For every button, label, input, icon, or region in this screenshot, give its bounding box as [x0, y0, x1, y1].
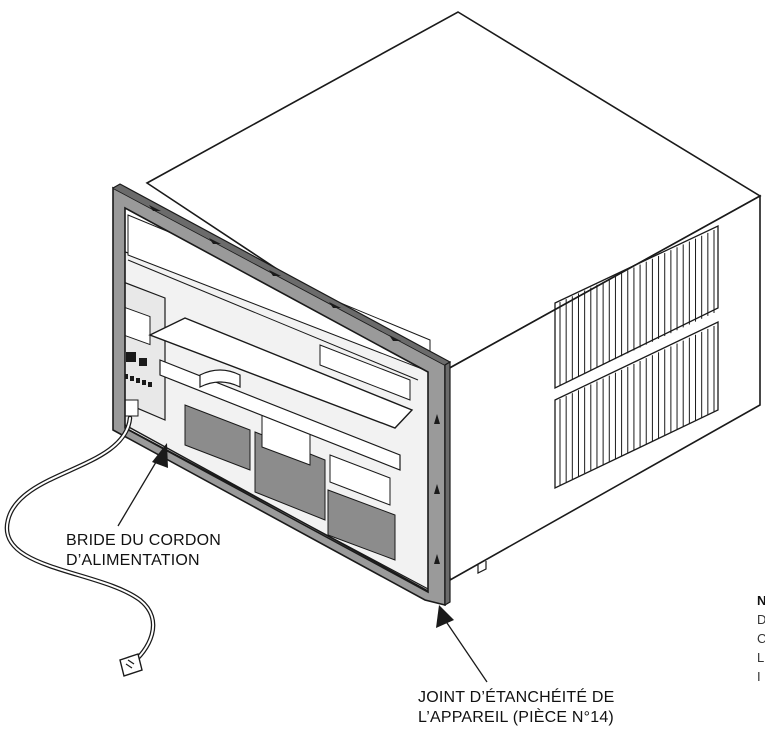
cut-off-note-line3: C — [757, 631, 765, 646]
gasket-right-edge — [444, 360, 451, 607]
front-bracket — [148, 317, 414, 429]
cut-off-note: N D C L I — [757, 591, 765, 686]
cabinet-foot — [477, 561, 487, 574]
cut-off-note-line2: D — [757, 612, 765, 627]
gasket-arrow — [434, 484, 440, 494]
power-cord-clamp-label: BRIDE DU CORDON D’ALIMENTATION — [66, 531, 221, 571]
chassis-base — [124, 424, 431, 593]
unit-gasket-label-line2: L’APPAREIL (PIÈCE N°14) — [418, 709, 614, 726]
gasket-arrow — [389, 335, 401, 341]
gasket-arrow — [434, 414, 440, 424]
gasket-arrow — [269, 270, 281, 276]
cut-off-note-line1: N — [757, 593, 765, 608]
top-plate — [319, 344, 411, 401]
leader-gasket — [444, 619, 488, 683]
leader-cord-clamp — [117, 451, 163, 527]
arrowhead-cord-clamp — [152, 443, 168, 468]
cut-off-note-line5: I — [757, 669, 761, 684]
terminal-row — [124, 374, 152, 387]
side-box — [329, 454, 391, 506]
power-cord-clamp-label-line2: D’ALIMENTATION — [66, 552, 200, 569]
gasket-arrow — [434, 554, 440, 564]
louver-frame-lower — [554, 320, 719, 490]
louver-frame-upper — [554, 224, 719, 390]
unit-gasket-label: JOINT D’ÉTANCHÉITÉ DE L’APPAREIL (PIÈCE … — [418, 688, 615, 728]
unit-gasket-label-line1: JOINT D’ÉTANCHÉITÉ DE — [418, 689, 615, 706]
power-cord-clamp-label-line1: BRIDE DU CORDON — [66, 532, 222, 549]
coil-section-right — [327, 489, 396, 561]
power-plug — [119, 653, 143, 677]
bracket-handle — [199, 369, 241, 388]
front-bracket-lower — [159, 359, 401, 471]
opening-edge — [127, 259, 419, 381]
coil-section-left — [184, 404, 251, 471]
switch-block — [126, 352, 136, 362]
power-cord-inner — [5, 417, 155, 666]
gasket-arrow — [209, 238, 221, 244]
switch-block-2 — [139, 358, 147, 366]
side-louvers-upper — [559, 230, 715, 385]
arrowhead-gasket — [436, 605, 454, 628]
gasket-arrow — [329, 302, 341, 308]
gasket-arrow — [149, 205, 161, 211]
gasket-arrows — [149, 205, 440, 564]
cut-off-note-line4: L — [757, 650, 765, 665]
side-louvers-lower — [559, 326, 715, 485]
